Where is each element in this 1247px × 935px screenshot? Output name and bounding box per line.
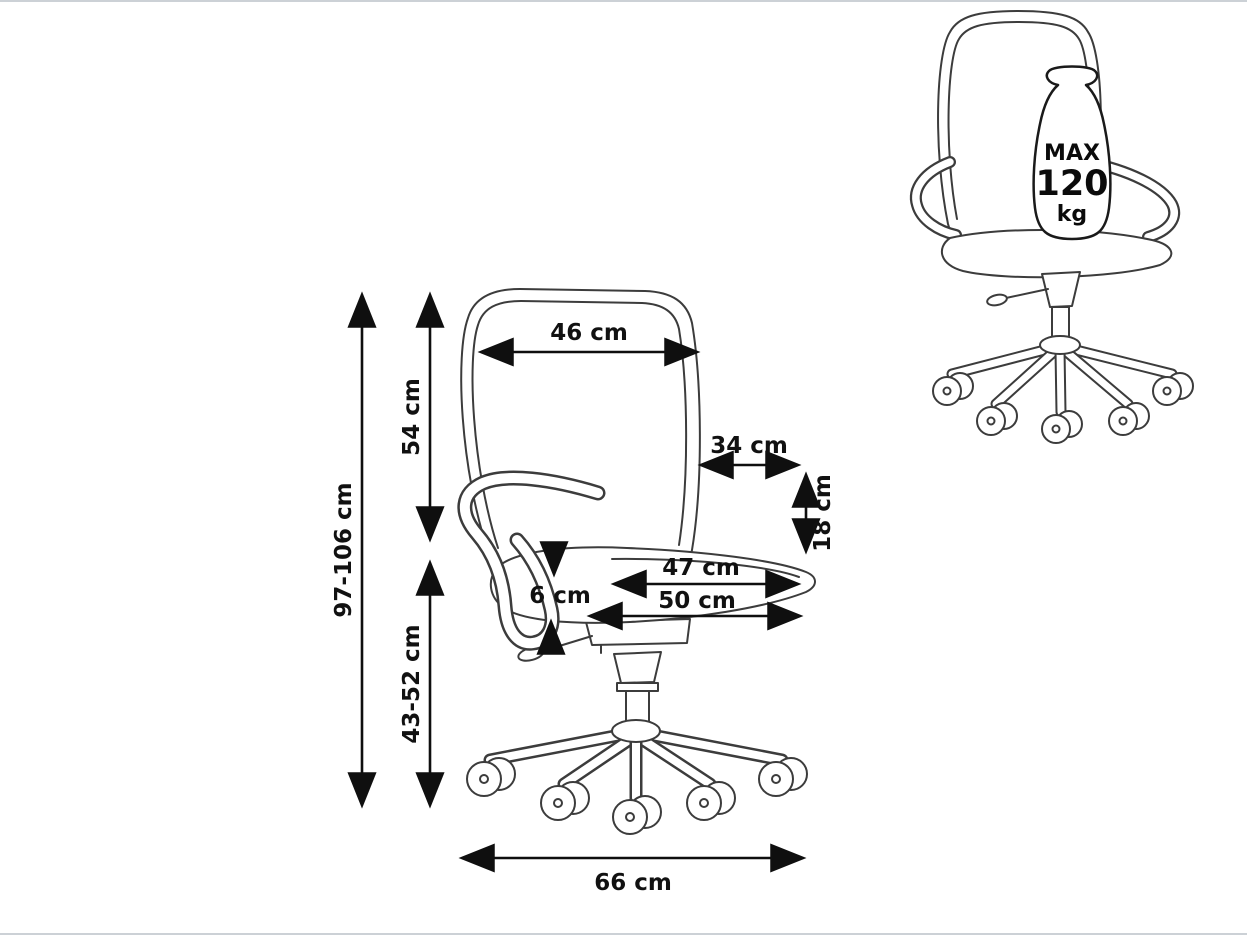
backrest-inner-line bbox=[471, 300, 688, 549]
caster-icon bbox=[1152, 372, 1194, 406]
caster-icon bbox=[932, 372, 974, 406]
dim-seat-thickness-label: 6 cm bbox=[529, 583, 591, 609]
caster-icon bbox=[1108, 402, 1150, 436]
dim-base-width-label: 66 cm bbox=[594, 870, 672, 896]
casters bbox=[932, 372, 1194, 444]
armrest bbox=[457, 470, 606, 651]
max-load-prefix: MAX bbox=[1044, 141, 1100, 166]
caster-icon bbox=[758, 757, 808, 797]
max-load-unit: kg bbox=[1057, 202, 1087, 227]
dim-seat-depth-label: 47 cm bbox=[662, 555, 740, 581]
caster-icon bbox=[540, 781, 590, 821]
gas-lift bbox=[1041, 271, 1081, 346]
caster-icon bbox=[1041, 410, 1083, 444]
dim-total-height-label: 97-106 cm bbox=[331, 482, 357, 617]
gas-lift bbox=[613, 651, 662, 728]
caster-icon bbox=[686, 781, 736, 821]
weight-icon bbox=[1032, 65, 1112, 241]
base-legs bbox=[946, 335, 1178, 418]
max-load-value: 120 bbox=[1035, 164, 1108, 204]
dim-armrest-depth-label: 34 cm bbox=[710, 433, 788, 459]
caster-icon bbox=[612, 795, 662, 835]
armrest-right bbox=[1082, 156, 1181, 243]
caster-icon bbox=[976, 402, 1018, 436]
tilt-lever bbox=[986, 288, 1049, 307]
casters bbox=[466, 757, 808, 835]
main-chair-drawing bbox=[457, 288, 816, 835]
max-load-badge: MAX 120 kg bbox=[1032, 65, 1112, 241]
base-hub bbox=[1039, 335, 1081, 355]
dim-backrest-width-label: 46 cm bbox=[550, 320, 628, 346]
base-hub bbox=[611, 719, 661, 743]
dim-seat-height-label: 43-52 cm bbox=[399, 624, 425, 743]
armrest-left bbox=[909, 156, 962, 241]
base-legs bbox=[483, 719, 789, 805]
dimension-labels: 97-106 cm 54 cm 43-52 cm 46 cm 34 cm 18 … bbox=[331, 320, 836, 896]
dim-seat-width-label: 50 cm bbox=[658, 588, 736, 614]
caster-icon bbox=[466, 757, 516, 797]
dim-backrest-height-label: 54 cm bbox=[399, 378, 425, 456]
dim-armrest-height-label: 18 cm bbox=[810, 474, 836, 552]
dimension-arrows bbox=[347, 291, 821, 873]
